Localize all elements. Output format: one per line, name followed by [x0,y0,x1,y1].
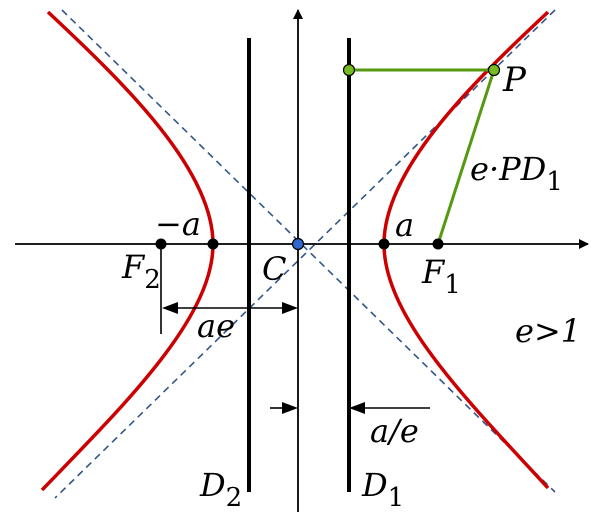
arrow-ae-left [162,302,178,314]
focal-segment [436,69,496,245]
label-distance-main: e·PD [470,150,546,188]
label-f2-main: F [121,248,146,286]
label-f1-main: F [421,253,446,291]
label-a-over-e: a/e [370,412,419,450]
label-a: a [395,206,414,244]
label-d1-sub: 1 [388,483,405,513]
label-d2: D2 [199,466,242,513]
label-p: P [502,60,527,100]
point-a [378,238,390,250]
point-f2 [155,238,167,250]
label-f2: F2 [121,248,161,295]
label-f1-sub: 1 [444,270,461,300]
point-p [487,63,501,77]
arrow-a-over-e-right [349,402,365,414]
label-d2-sub: 2 [226,483,243,513]
label-d1-main: D [361,466,388,504]
point-minus-a [207,238,219,250]
label-f1: F1 [421,253,461,300]
arrow-a-over-e-left [282,402,298,414]
label-minus-a: −a [155,205,201,243]
arrow-ae-right [282,302,298,314]
asymptote-ascending [54,9,556,499]
point-directrix-foot [342,63,356,77]
point-center [291,237,305,251]
label-e-condition: e>1 [515,312,581,350]
point-f1 [432,238,444,250]
label-c: C [262,250,286,288]
label-f2-sub: 2 [144,265,161,295]
label-ae: ae [197,307,235,345]
label-d1: D1 [361,466,404,513]
label-distance-sub: 1 [546,167,563,197]
asymptote-descending [61,9,556,493]
label-d2-main: D [199,466,226,504]
label-distance: e·PD1 [470,150,563,197]
